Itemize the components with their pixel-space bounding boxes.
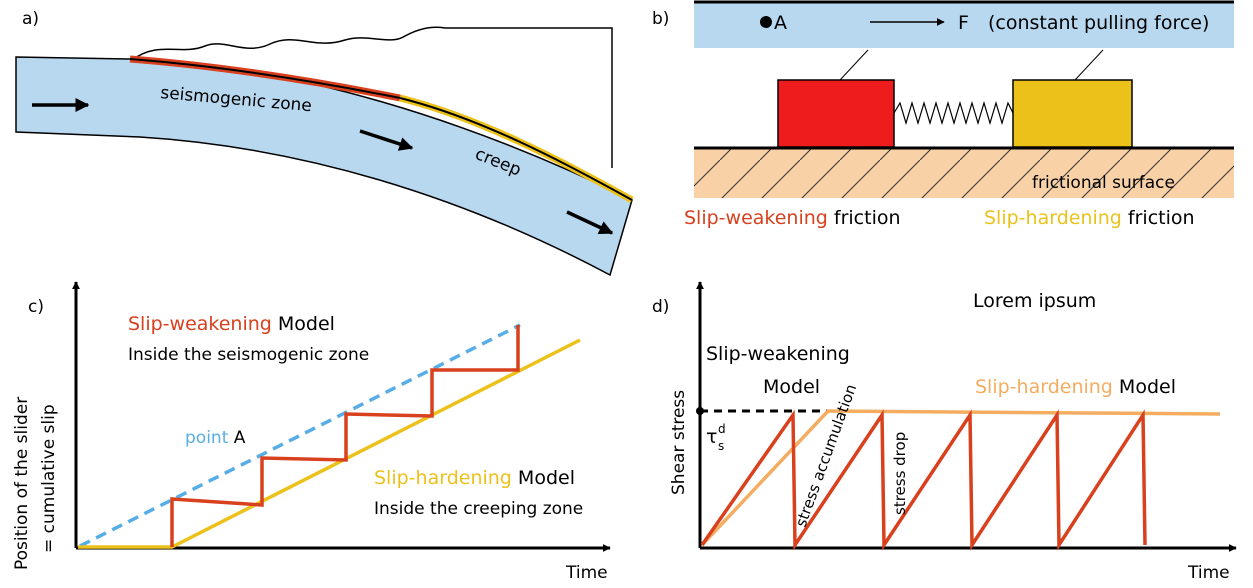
frictional-surface-label: frictional surface [1032, 173, 1175, 193]
friction-word: friction [1128, 207, 1195, 229]
d-title: Lorem ipsum [973, 290, 1096, 312]
tau-superscript: d [718, 422, 726, 436]
panel-c-label: c) [28, 297, 44, 317]
panel-a-label: a) [22, 9, 39, 29]
d-weakening-model: Model [763, 376, 820, 398]
point-a-label: A [774, 12, 787, 34]
force-label: F [958, 12, 969, 34]
tau-threshold-dot [696, 407, 704, 415]
d-weakening-word: Slip-weakening [706, 343, 850, 365]
tau-symbol: τ [706, 426, 717, 448]
panel-c: c) Position of the slider = cumulative s… [12, 281, 611, 583]
force-description: (constant pulling force) [988, 12, 1209, 34]
point-a-trajectory [79, 323, 521, 548]
d-xlabel: Time [1187, 563, 1230, 583]
point-word: point [185, 428, 229, 448]
c-ylabel-line-2: = cumulative slip [39, 404, 59, 553]
c-weakening-caption: Slip-weakening Model [128, 313, 335, 335]
creep-fault-line [399, 97, 633, 201]
overriding-plate-outline [131, 26, 613, 168]
c-weakening-subcaption: Inside the seismogenic zone [128, 345, 369, 365]
d-hardening-caption: Slip-hardening Model [975, 376, 1176, 398]
weakening-word: Slip-weakening [684, 207, 828, 229]
hardening-word: Slip-hardening [374, 467, 512, 489]
seismogenic-fault-line [129, 58, 401, 99]
model-word: Model [1119, 376, 1176, 398]
friction-word: friction [834, 207, 901, 229]
c-hardening-caption: Slip-hardening Model [374, 467, 575, 489]
panel-a: a) seismogenic zone creep [15, 9, 634, 277]
point-a-caption: point A [185, 428, 246, 448]
slip-hardening-stress [700, 409, 1221, 547]
ground-hatching [694, 148, 1234, 198]
spring-icon [893, 100, 1014, 126]
hardening-word: Slip-hardening [975, 376, 1113, 398]
slip-weakening-trajectory [170, 325, 520, 547]
weakening-word: Slip-weakening [128, 313, 272, 335]
tau-subscript: s [718, 439, 724, 453]
stress-drop-label: stress drop [891, 432, 909, 515]
model-word: Model [518, 467, 575, 489]
point-letter: A [234, 428, 246, 448]
tether-yellow [1074, 49, 1104, 81]
slip-weakening-stress [700, 409, 1147, 551]
panel-d: d) Lorem ipsum Shear stress Time Slip-we… [652, 281, 1237, 583]
d-ylabel: Shear stress [669, 390, 689, 495]
c-hardening-subcaption: Inside the creeping zone [374, 499, 583, 519]
hardening-friction-caption: Slip-hardening friction [984, 207, 1195, 229]
stress-accumulation-label: stress accumulation [792, 382, 860, 530]
tether-red [839, 49, 869, 81]
pulling-bar [694, 2, 1234, 48]
slip-weakening-block [777, 79, 895, 148]
slab-arrow-icon [566, 210, 614, 235]
slip-hardening-block [1012, 79, 1133, 148]
point-a-icon [760, 16, 772, 28]
c-xlabel: Time [565, 563, 608, 583]
panel-b-label: b) [652, 9, 669, 29]
slab-arrow-icon [359, 129, 414, 151]
panel-b: b) A F (constant pulling force) friction… [652, 0, 1234, 229]
hardening-word: Slip-hardening [984, 207, 1122, 229]
subducting-slab [15, 56, 633, 277]
weakening-friction-caption: Slip-weakening friction [684, 207, 901, 229]
c-ylabel-line-1: Position of the slider [12, 397, 32, 570]
model-word: Model [278, 313, 335, 335]
panel-d-label: d) [652, 297, 669, 317]
